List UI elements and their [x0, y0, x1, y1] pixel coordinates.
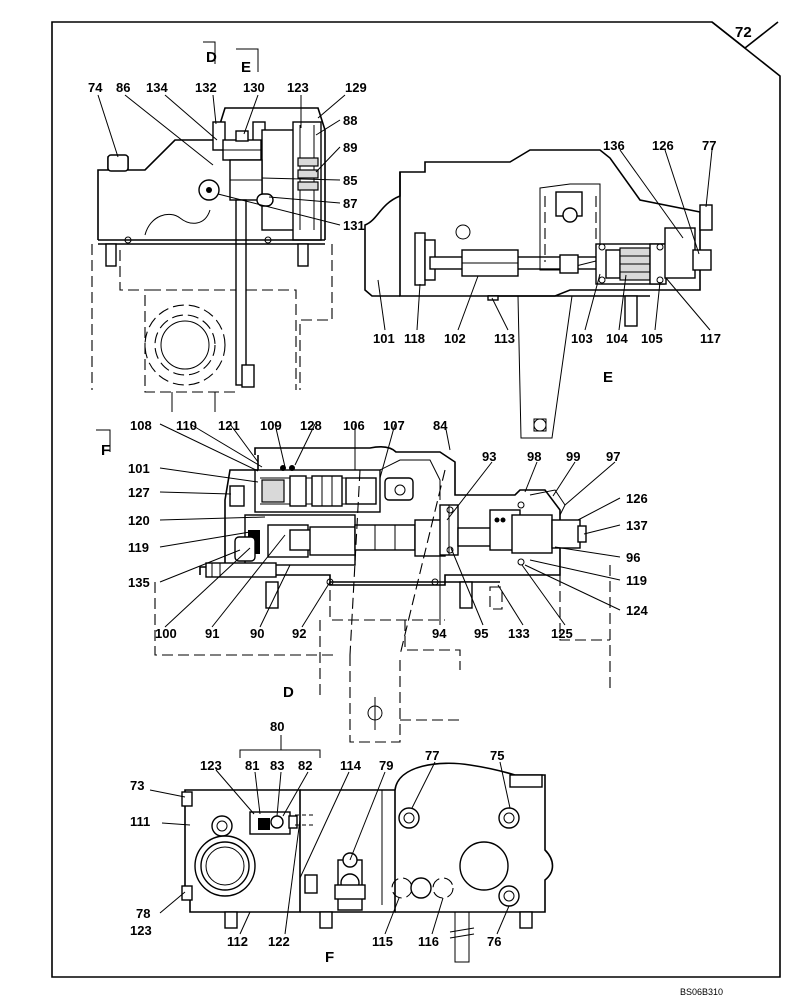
part-label: 86 [116, 80, 130, 95]
part-label: 126 [652, 138, 674, 153]
part-label: 94 [432, 626, 447, 641]
part-label: 109 [260, 418, 282, 433]
part-label: 123 [287, 80, 309, 95]
part-label: 75 [490, 748, 504, 763]
part-label: 117 [700, 331, 721, 346]
part-label: 126 [626, 491, 648, 506]
view-label-d: D [283, 684, 294, 701]
part-label: 93 [482, 449, 496, 464]
part-label: 89 [343, 140, 357, 155]
view-label-f: F [325, 949, 334, 966]
view-label-e: E [603, 369, 613, 386]
part-label: 133 [508, 626, 530, 641]
part-label: 90 [250, 626, 264, 641]
part-label: 116 [418, 934, 439, 949]
part-label: 105 [641, 331, 663, 346]
part-label: 77 [702, 138, 716, 153]
part-label: 79 [379, 758, 393, 773]
part-label: 92 [292, 626, 306, 641]
part-label: 103 [571, 331, 593, 346]
view-f [181, 735, 554, 963]
part-label: 119 [128, 540, 149, 555]
part-label: 104 [606, 331, 628, 346]
section-mark-e: E [241, 59, 251, 76]
part-label: 125 [551, 626, 573, 641]
part-label: 82 [298, 758, 312, 773]
part-label: 76 [487, 934, 501, 949]
part-label: 95 [474, 626, 488, 641]
part-label: 80 [270, 719, 284, 734]
leader-lines [97, 94, 713, 935]
drawing-code: BS06B310 [680, 987, 723, 997]
part-label: 120 [128, 513, 150, 528]
part-label: 101 [373, 331, 395, 346]
section-mark-f: F [101, 442, 110, 459]
part-label: 127 [128, 485, 150, 500]
part-label: 119 [626, 573, 647, 588]
part-label: 98 [527, 449, 541, 464]
part-label: 112 [227, 934, 248, 949]
view-middle [96, 429, 611, 743]
part-label: 74 [88, 80, 103, 95]
part-label: 108 [130, 418, 152, 433]
part-label: 100 [155, 626, 177, 641]
part-label: 124 [626, 603, 648, 618]
part-label: 137 [626, 518, 648, 533]
view-e [364, 149, 713, 439]
part-label: 77 [425, 748, 439, 763]
part-label: 115 [372, 934, 393, 949]
part-label: 87 [343, 196, 357, 211]
part-label: 128 [300, 418, 322, 433]
part-label: 106 [343, 418, 365, 433]
part-label: 110 [176, 418, 197, 433]
part-label: 113 [494, 331, 515, 346]
part-label: 114 [340, 758, 362, 773]
page-frame [51, 21, 781, 978]
part-label: 102 [444, 331, 466, 346]
part-label: 111 [130, 814, 150, 829]
part-label: 81 [245, 758, 259, 773]
part-label: 118 [404, 331, 425, 346]
part-label: 78 [136, 906, 150, 921]
part-label: 129 [345, 80, 367, 95]
part-label: 85 [343, 173, 357, 188]
part-label: 121 [218, 418, 240, 433]
part-label: 88 [343, 113, 357, 128]
part-label: 123 [200, 758, 222, 773]
part-label: 135 [128, 575, 150, 590]
part-label: 136 [603, 138, 625, 153]
part-label: 83 [270, 758, 284, 773]
part-label: 134 [146, 80, 168, 95]
part-label: 73 [130, 778, 144, 793]
part-label: 101 [128, 461, 150, 476]
part-label: 130 [243, 80, 265, 95]
part-label: 97 [606, 449, 620, 464]
section-mark-d: D [206, 49, 217, 66]
part-label: 84 [433, 418, 448, 433]
page-number: 72 [735, 24, 752, 41]
part-label: 123 [130, 923, 152, 938]
part-label: 122 [268, 934, 290, 949]
part-label: 107 [383, 418, 405, 433]
part-label: 132 [195, 80, 217, 95]
part-label: 131 [343, 218, 365, 233]
part-label: 96 [626, 550, 640, 565]
part-label: 91 [205, 626, 219, 641]
part-labels: 74 86 134 132 130 123 129 88 89 85 87 13… [88, 80, 721, 949]
part-label: 99 [566, 449, 580, 464]
